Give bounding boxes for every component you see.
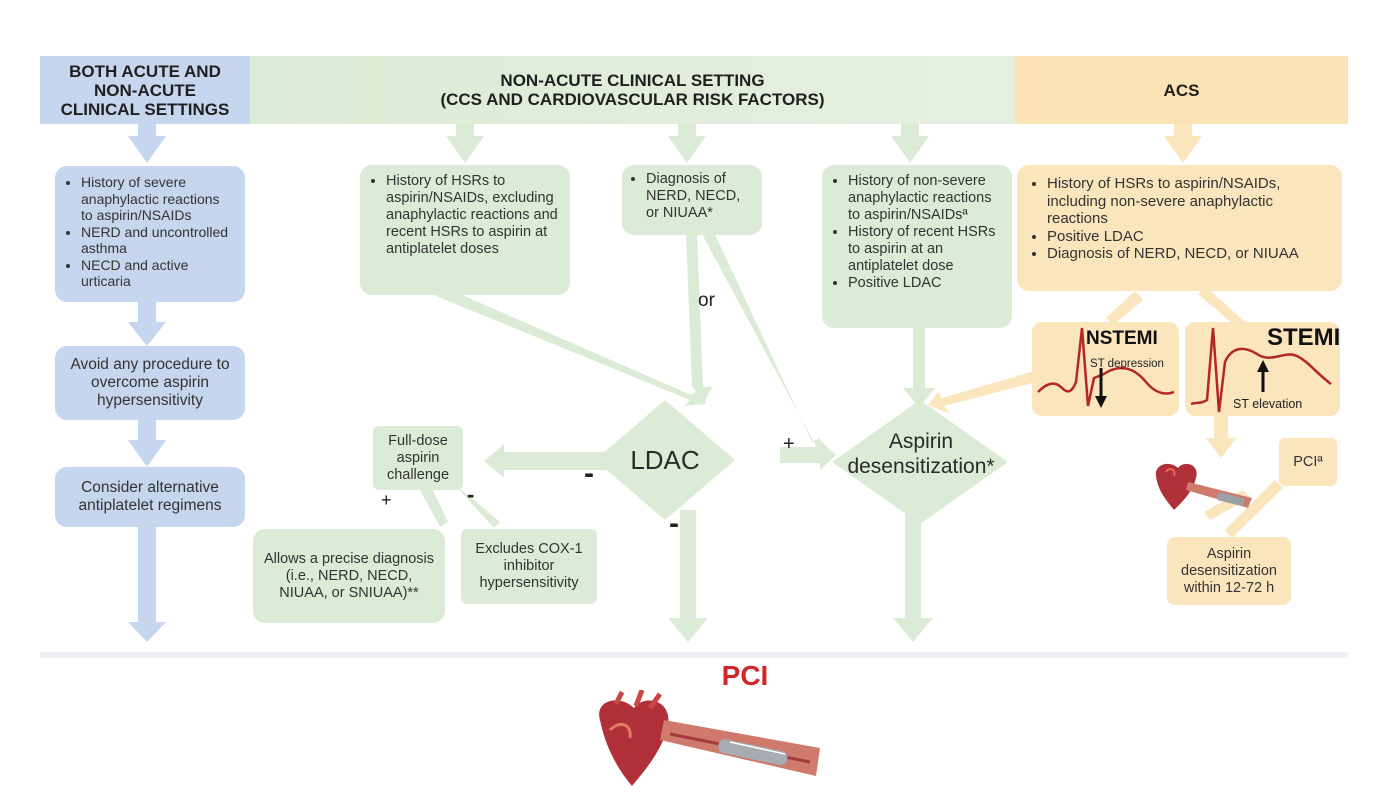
bottom-divider <box>40 652 1348 658</box>
st-elevation-label: ST elevation <box>1233 397 1303 411</box>
minus-bottom-label: - <box>669 507 679 540</box>
arrow-diag <box>702 228 823 458</box>
list-item: NECD and active urticaria <box>81 257 235 290</box>
nstemi-label: NSTEMI <box>1086 328 1158 349</box>
precise-diagnosis-text: Allows a precise diagnosis (i.e., NERD, … <box>263 550 435 601</box>
desensitization-timing-text: Aspirin desensitization within 12-72 h <box>1181 545 1277 596</box>
arrow-diag <box>928 370 1044 414</box>
avoid-procedure-box: Avoid any procedure to overcome aspirin … <box>55 346 245 420</box>
hsr-history-list: History of HSRs to aspirin/NSAIDs, exclu… <box>370 173 560 258</box>
list-item: History of HSRs to aspirin/NSAIDs, exclu… <box>386 173 560 258</box>
diagnosis-list: Diagnosis of NERD, NECD, or NIUAA* <box>630 171 754 222</box>
heart-stent-small-icon <box>1148 456 1260 516</box>
non-severe-history-box: History of non-severe anaphylactic react… <box>822 165 1012 328</box>
arrow-down <box>686 232 712 405</box>
list-item: Diagnosis of NERD, NECD, or NIUAA <box>1047 245 1328 263</box>
full-dose-challenge-text: Full-dose aspirin challenge <box>386 432 450 483</box>
diagnosis-box: Diagnosis of NERD, NECD, or NIUAA* <box>622 165 762 235</box>
list-item: Positive LDAC <box>848 275 1002 292</box>
precise-diagnosis-box: Allows a precise diagnosis (i.e., NERD, … <box>253 529 445 623</box>
pci-small-box: PCIª <box>1279 438 1337 486</box>
arrow-diag <box>1198 287 1245 328</box>
header-non-acute-label: NON-ACUTE CLINICAL SETTING (CCS AND CARD… <box>440 71 825 109</box>
aspirin-desensitization-label: Aspirin desensitization* <box>847 430 995 478</box>
connector <box>1225 480 1283 538</box>
arrow-down <box>446 124 484 163</box>
arrow-down <box>891 124 929 163</box>
ldac-diamond <box>595 400 735 520</box>
challenge-minus-label: - <box>467 482 475 507</box>
challenge-plus-label: + <box>381 490 392 510</box>
arrow-down <box>1206 414 1236 458</box>
excludes-cox1-text: Excludes COX-1 inhibitor hypersensitivit… <box>475 541 583 591</box>
desensitization-timing-box: Aspirin desensitization within 12-72 h <box>1167 537 1291 605</box>
acs-history-list: History of HSRs to aspirin/NSAIDs, inclu… <box>1031 175 1328 263</box>
non-severe-history-list: History of non-severe anaphylactic react… <box>832 173 1002 292</box>
list-item: Diagnosis of NERD, NECD, or NIUAA* <box>646 171 754 222</box>
header-both-settings: BOTH ACUTE AND NON-ACUTE CLINICAL SETTIN… <box>40 56 250 124</box>
list-item: History of HSRs to aspirin/NSAIDs, inclu… <box>1047 175 1328 228</box>
pci-small-label: PCIª <box>1293 453 1323 470</box>
acs-history-box: History of HSRs to aspirin/NSAIDs, inclu… <box>1017 165 1342 291</box>
arrow-diag <box>436 288 706 406</box>
severe-history-list: History of severe anaphylactic reactions… <box>65 174 235 290</box>
excludes-cox1-box: Excludes COX-1 inhibitor hypersensitivit… <box>461 529 597 604</box>
arrow-branch <box>455 485 500 528</box>
ldac-label: LDAC <box>630 445 700 475</box>
arrow-down <box>903 328 935 408</box>
avoid-procedure-text: Avoid any procedure to overcome aspirin … <box>70 356 230 409</box>
arrow-diag <box>1106 291 1143 325</box>
arrow-down <box>128 124 166 163</box>
arrow-left <box>484 444 612 478</box>
header-acs: ACS <box>1015 56 1348 124</box>
nstemi-ecg-panel: NSTEMI ST depression <box>1032 322 1179 416</box>
nstemi-ecg-icon <box>1037 327 1175 408</box>
st-depression-label: ST depression <box>1090 358 1164 370</box>
alternative-regimens-text: Consider alternative antiplatelet regime… <box>78 479 222 514</box>
header-both-label: BOTH ACUTE AND NON-ACUTE CLINICAL SETTIN… <box>60 61 230 119</box>
arrow-branch <box>420 484 448 527</box>
header-non-acute-setting: NON-ACUTE CLINICAL SETTING (CCS AND CARD… <box>250 56 1015 124</box>
arrow-down <box>128 420 166 467</box>
arrow-right <box>780 440 836 470</box>
or-label: or <box>698 290 715 311</box>
hsr-history-box: History of HSRs to aspirin/NSAIDs, exclu… <box>360 165 570 295</box>
pci-title: PCI <box>721 660 769 691</box>
arrow-down <box>128 302 166 346</box>
stemi-label: STEMI <box>1267 324 1341 351</box>
arrow-down <box>128 527 166 642</box>
alternative-regimens-box: Consider alternative antiplatelet regime… <box>55 467 245 527</box>
minus-left-label: - <box>584 457 594 490</box>
arrow-down <box>893 510 933 642</box>
list-item: History of recent HSRs to aspirin at an … <box>848 224 1002 275</box>
list-item: Positive LDAC <box>1047 228 1328 246</box>
full-dose-challenge-box: Full-dose aspirin challenge <box>373 426 463 490</box>
list-item: History of severe anaphylactic reactions… <box>81 174 235 224</box>
stemi-ecg-panel: STEMI ST elevation <box>1185 322 1340 416</box>
desens-diamond <box>832 400 1008 524</box>
plus-label: + <box>783 433 795 455</box>
severe-history-box: History of severe anaphylactic reactions… <box>55 166 245 302</box>
heart-stent-large-icon <box>580 689 830 795</box>
stemi-ecg-icon <box>1190 327 1332 413</box>
list-item: NERD and uncontrolled asthma <box>81 224 235 257</box>
arrow-down <box>668 124 706 163</box>
arrow-down <box>668 510 708 642</box>
arrow-down <box>1164 124 1202 163</box>
list-item: History of non-severe anaphylactic react… <box>848 173 1002 224</box>
header-acs-label: ACS <box>1163 80 1200 100</box>
